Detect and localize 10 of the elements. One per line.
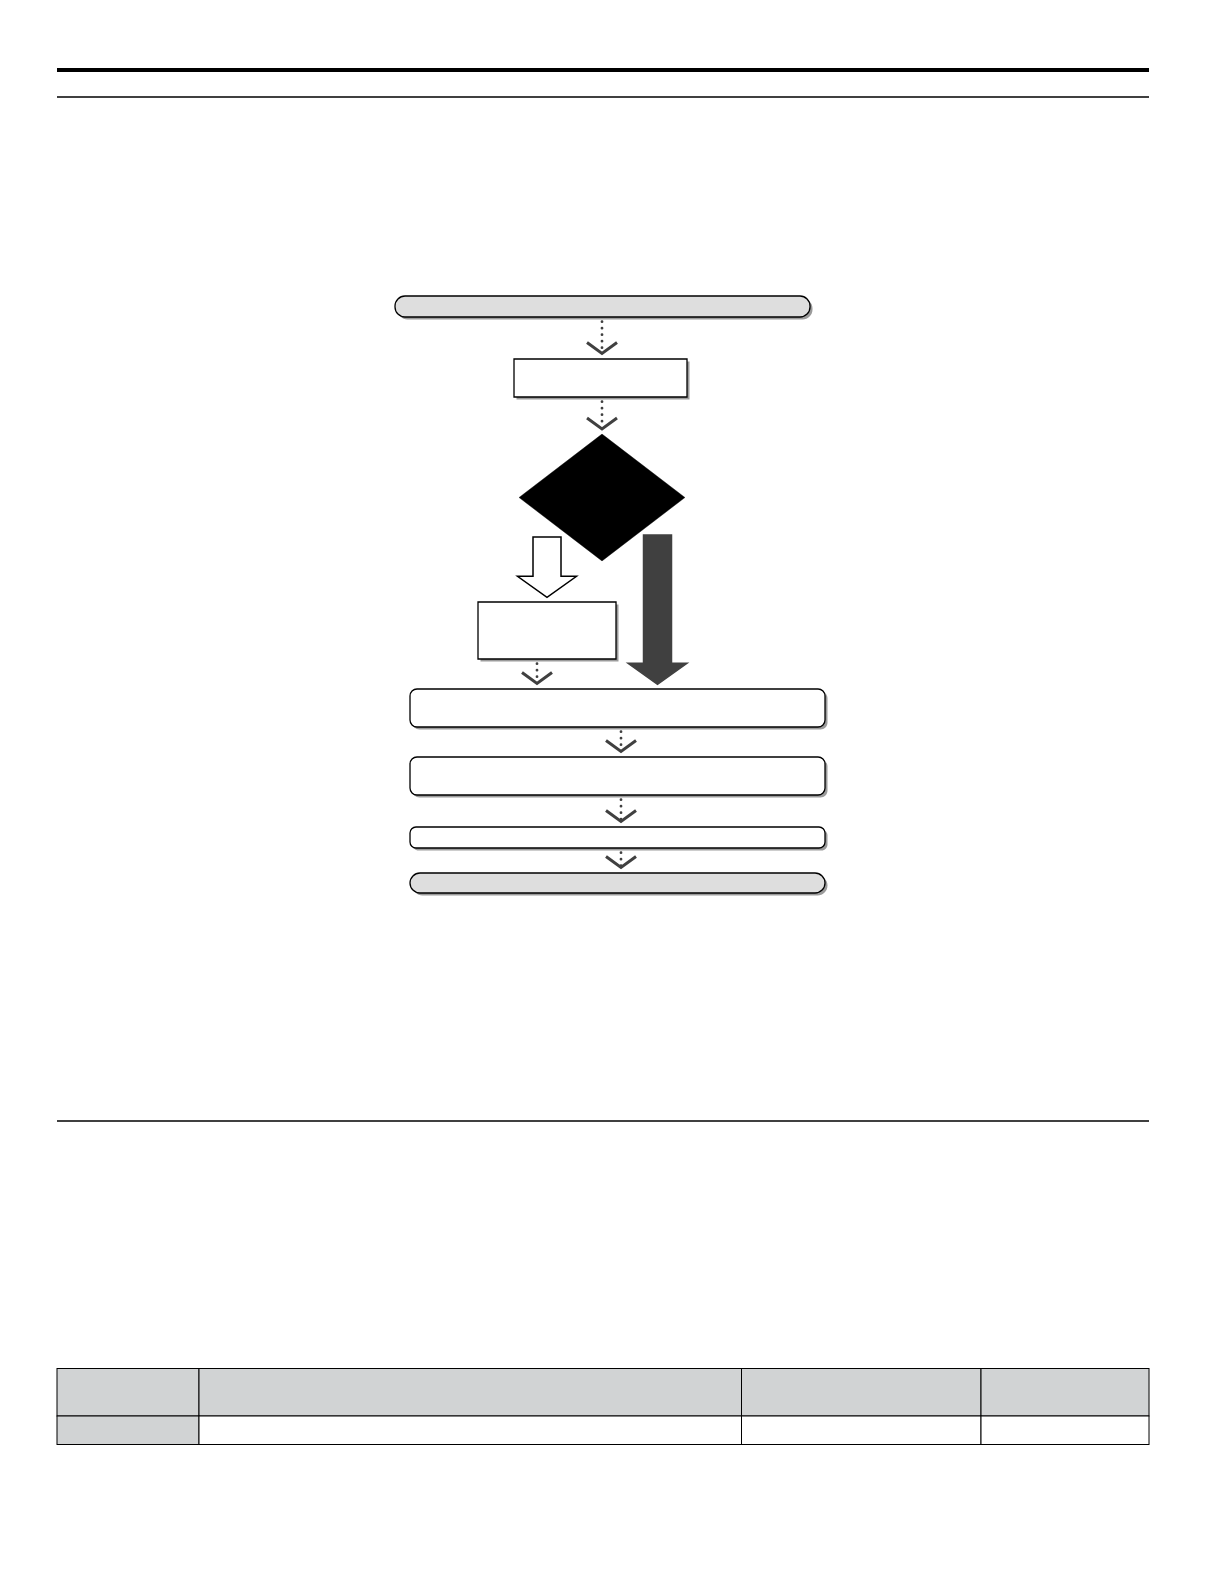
block-arrow	[515, 536, 579, 599]
process-box	[409, 688, 828, 730]
terminal-box	[409, 872, 828, 896]
process-box	[409, 826, 828, 851]
process-box	[409, 756, 828, 798]
block-arrow	[625, 534, 690, 686]
process-box	[513, 358, 690, 400]
decision-diamond	[518, 433, 686, 562]
terminal-box	[394, 295, 813, 320]
process-box	[477, 601, 619, 662]
